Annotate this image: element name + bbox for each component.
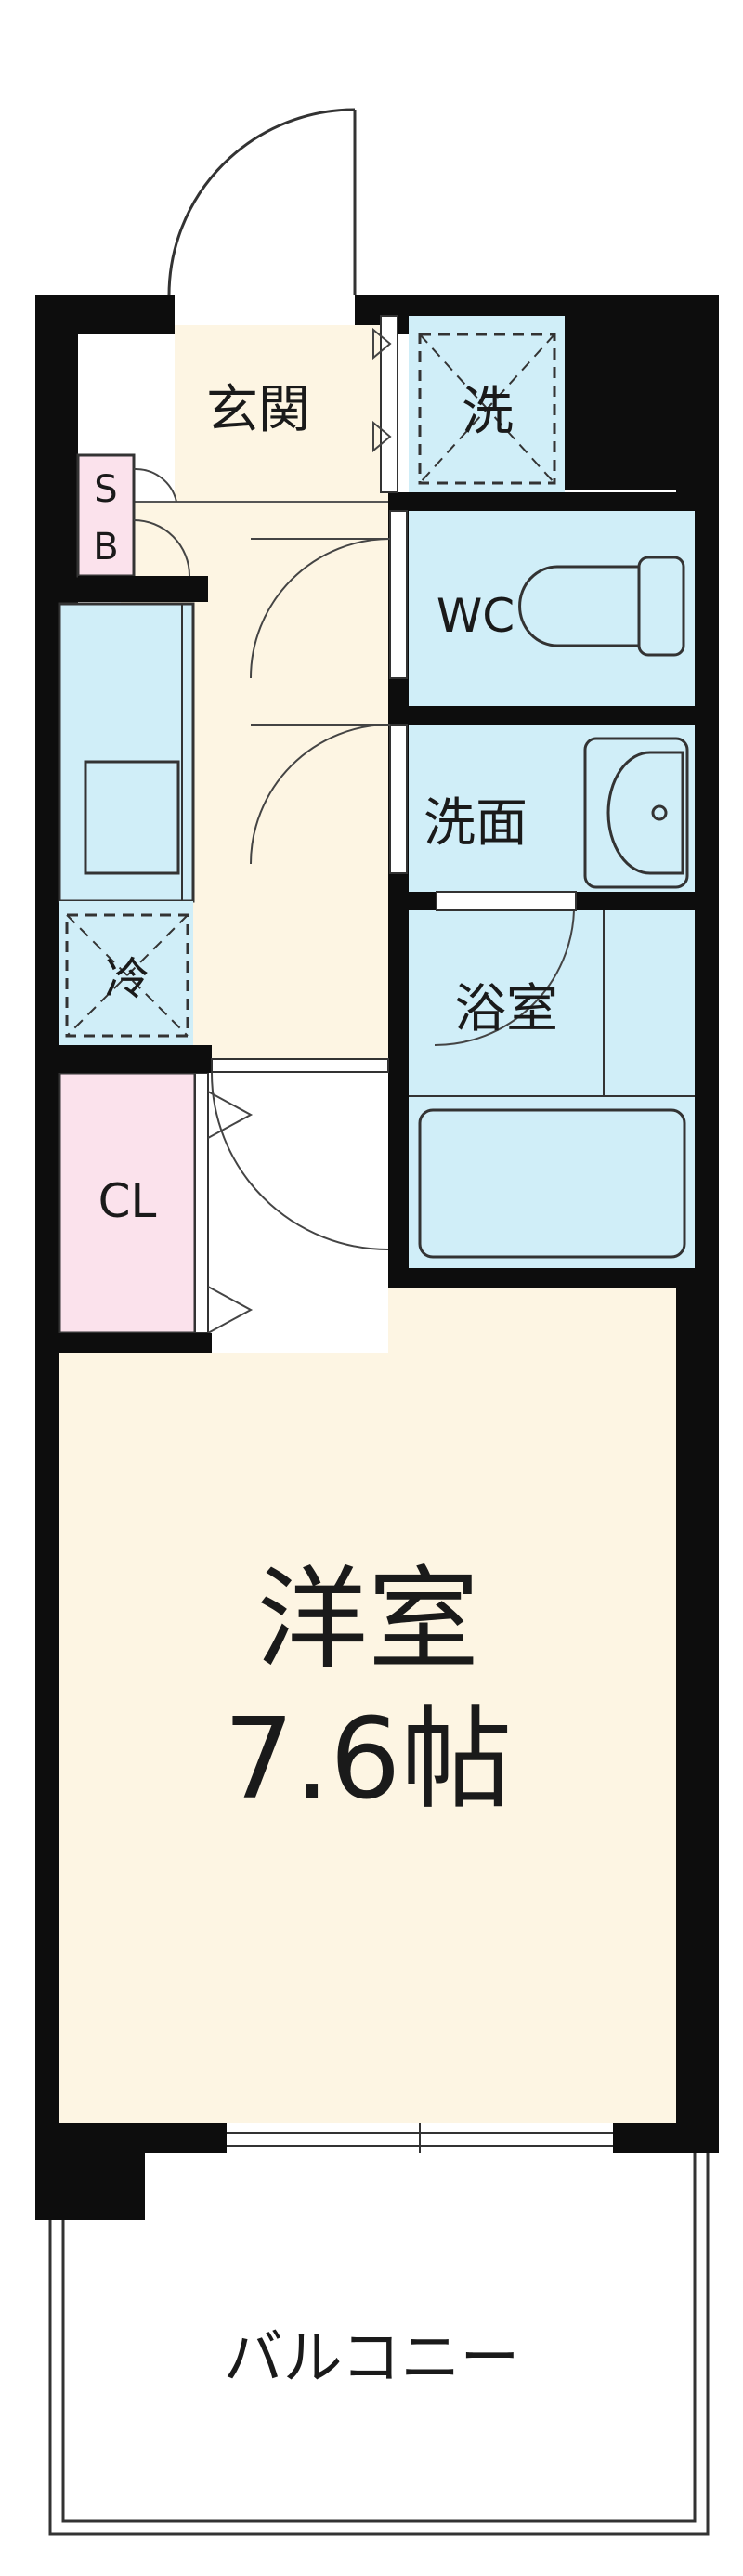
washer-label: 洗 bbox=[462, 382, 514, 442]
bathtub bbox=[418, 1108, 686, 1259]
washbasin-icon bbox=[583, 737, 689, 889]
western-room-label: 洋室 bbox=[256, 1556, 479, 1685]
entrance-floor bbox=[175, 325, 388, 502]
washroom-label: 洗面 bbox=[424, 793, 528, 854]
bathroom-label: 浴室 bbox=[454, 979, 558, 1040]
closet bbox=[58, 1071, 197, 1335]
shoe-box-label-bottom: B bbox=[93, 526, 118, 569]
western-room-size: 7.6帖 bbox=[224, 1695, 513, 1824]
balcony-label: バルコニー bbox=[224, 2324, 520, 2393]
fridge-label: 冷 bbox=[105, 953, 150, 1005]
balcony-window bbox=[227, 2123, 613, 2153]
closet-label: CL bbox=[98, 1174, 157, 1228]
balcony bbox=[48, 2153, 710, 2536]
shoe-box bbox=[76, 453, 136, 578]
western-room-floor bbox=[59, 1353, 676, 2123]
shoe-box-label-top: S bbox=[94, 468, 117, 511]
toilet-icon bbox=[518, 556, 685, 657]
partition-walls bbox=[58, 1045, 389, 1353]
washer-space bbox=[409, 316, 565, 492]
kitchen-sink bbox=[84, 760, 180, 875]
wc-label: WC bbox=[437, 589, 515, 643]
entrance-label: 玄関 bbox=[206, 380, 310, 440]
front-door bbox=[167, 108, 357, 296]
